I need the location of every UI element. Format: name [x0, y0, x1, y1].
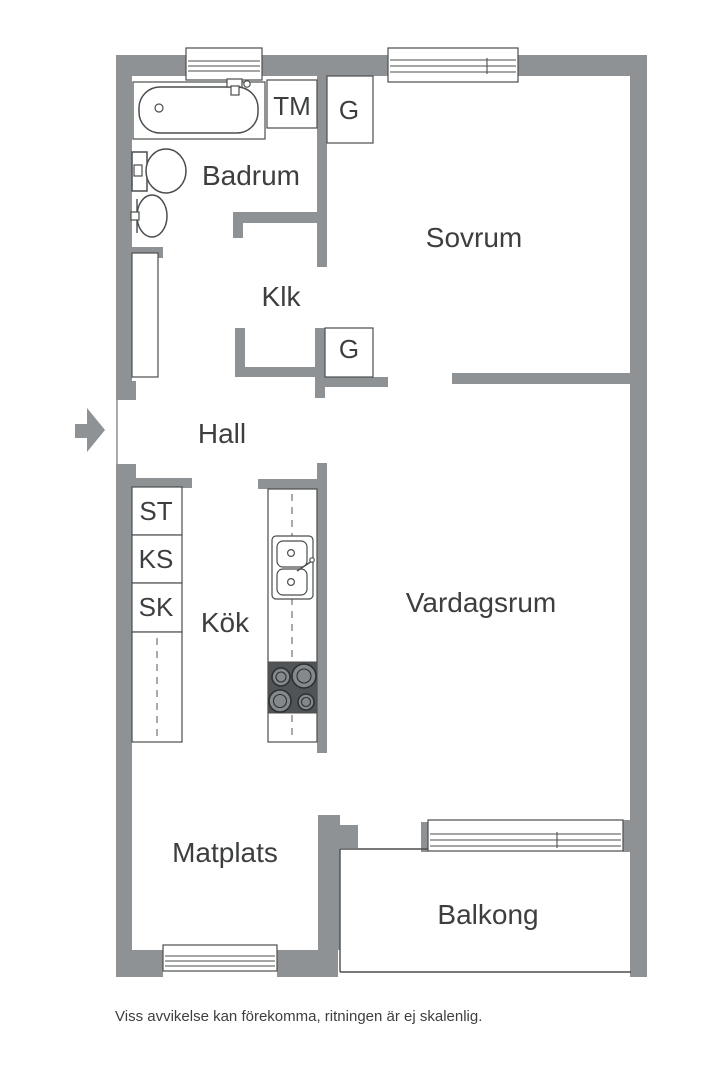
wardrobe-box-bedroom — [326, 75, 374, 144]
cabinet-st-box — [131, 486, 183, 536]
wall-matplats-balkong-nub — [340, 825, 358, 848]
closets — [131, 75, 374, 378]
counter-left — [131, 631, 183, 743]
walls — [116, 55, 647, 977]
unit-label-st: ST — [139, 496, 172, 526]
wall-klk-east-vertical — [315, 328, 325, 398]
window-icon — [185, 47, 263, 81]
wall-kitchen-east — [317, 463, 327, 753]
kitchen-fixtures — [131, 486, 318, 743]
room-label-kok: Kök — [201, 607, 250, 638]
entrance-arrow-icon — [75, 408, 105, 452]
hall-cabinet — [131, 252, 159, 378]
wall-bottom-left — [116, 950, 163, 977]
window-icon — [387, 47, 519, 83]
unit-label-sk: SK — [139, 592, 174, 622]
wall-kitchen-east-stub — [258, 479, 317, 489]
window-icon — [427, 819, 624, 852]
room-label-klk: Klk — [262, 281, 302, 312]
window-icon — [162, 944, 278, 972]
wall-sovrum-vardagsrum-divider — [452, 373, 630, 384]
entrance — [75, 400, 118, 464]
wall-top-left — [116, 55, 186, 76]
room-label-badrum: Badrum — [202, 160, 300, 191]
wall-balcony-window-right-post — [623, 820, 647, 852]
wall-bathroom-south — [233, 212, 327, 223]
stove-icon — [267, 661, 318, 714]
room-label-matplats: Matplats — [172, 837, 278, 868]
room-label-balkong: Balkong — [437, 899, 538, 930]
unit-label-ks: KS — [139, 544, 174, 574]
wall-left-upper — [116, 55, 132, 400]
washbasin-icon — [130, 194, 168, 238]
wall-top-right — [517, 55, 647, 76]
wall-left-entrance-jamb-top — [116, 381, 136, 400]
kitchen-sink-icon — [271, 535, 315, 600]
bathroom-fixtures — [130, 78, 266, 238]
wall-right — [630, 55, 647, 977]
room-label-hall: Hall — [198, 418, 246, 449]
unit-label-g-hall: G — [339, 334, 359, 364]
wall-bathroom-east — [317, 76, 327, 267]
cabinet-sk-box — [131, 582, 183, 633]
room-label-vardagsrum: Vardagsrum — [406, 587, 556, 618]
unit-label-tm: TM — [273, 91, 311, 121]
wall-bathroom-door-stub — [233, 212, 243, 238]
washing-machine-box — [266, 79, 318, 129]
wall-matplats-balkong — [318, 815, 340, 950]
wall-klk-west-horizontal — [235, 367, 323, 377]
wall-klk-east-horizontal — [315, 377, 388, 387]
wall-klk-west-vertical — [235, 328, 245, 377]
wall-kitchen-west-stub — [132, 478, 192, 488]
labels: Badrum Sovrum Klk Hall Kök Vardagsrum Ma… — [115, 91, 556, 1025]
bathtub-icon — [132, 78, 266, 140]
wall-left-lower — [116, 464, 132, 977]
unit-label-g-bedroom: G — [339, 95, 359, 125]
cabinet-ks-box — [131, 534, 183, 584]
toilet-icon — [131, 148, 187, 194]
disclaimer-text: Viss avvikelse kan förekomma, ritningen … — [115, 1008, 482, 1025]
windows — [162, 47, 624, 972]
wardrobe-box-hall — [324, 327, 374, 378]
wall-balcony-window-left-post — [421, 822, 428, 852]
wall-bottom-right — [277, 950, 338, 977]
balcony-outline — [339, 848, 631, 973]
wall-top-middle — [262, 55, 390, 76]
room-label-sovrum: Sovrum — [426, 222, 522, 253]
